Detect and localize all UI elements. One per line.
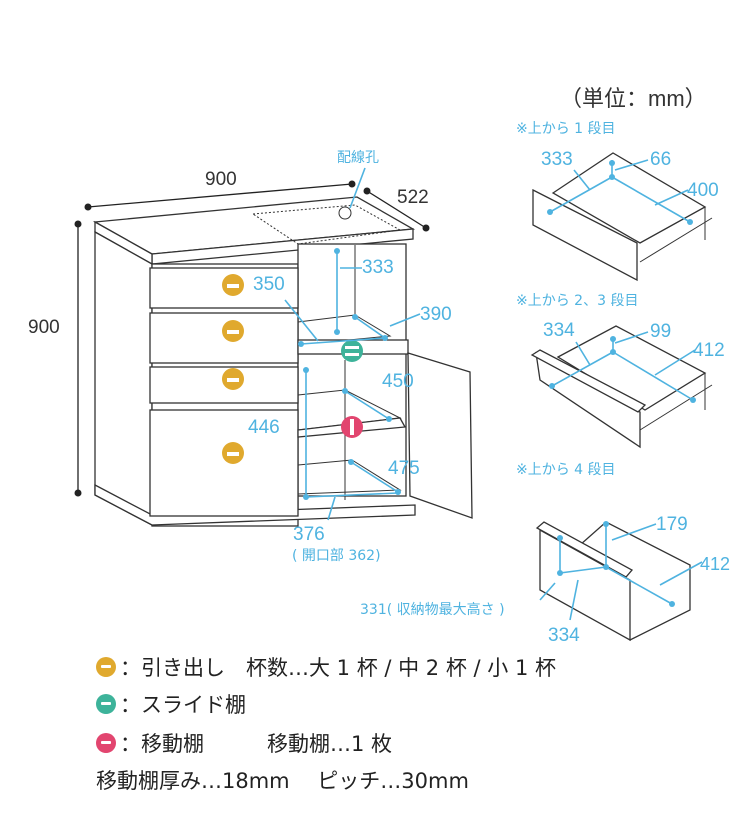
- svg-text:179: 179: [656, 514, 688, 535]
- movable-shelf-icon: [96, 733, 116, 753]
- drawer-detail-2-3: ※上から 2、3 段目 334 99 412: [516, 293, 725, 449]
- door: [407, 352, 473, 519]
- depth-dimension: 522: [363, 187, 430, 232]
- svg-text:900: 900: [205, 169, 237, 190]
- legend-specs-text: 移動棚厚み…18mm ピッチ…30mm: [96, 769, 469, 793]
- movable-shelf-icon: [341, 416, 363, 438]
- slide-shelf-icon: [341, 340, 363, 362]
- drawer-icon: [222, 320, 244, 342]
- svg-text:412: 412: [700, 554, 730, 574]
- svg-text:※上から 1 段目: ※上から 1 段目: [516, 121, 616, 137]
- drawer-detail-1: ※上から 1 段目 333 66 400: [516, 121, 719, 282]
- drawer-icon: [222, 442, 244, 464]
- svg-text:390: 390: [420, 304, 452, 325]
- legend-specs: 移動棚厚み…18mm ピッチ…30mm: [96, 765, 469, 795]
- drawer-2: [149, 312, 299, 364]
- svg-text:334: 334: [543, 320, 575, 341]
- svg-text:412: 412: [693, 340, 725, 361]
- drawer-icon: [222, 368, 244, 390]
- svg-text:99: 99: [650, 321, 671, 342]
- svg-text:334: 334: [548, 625, 580, 646]
- svg-text:配線孔: 配線孔: [337, 150, 379, 166]
- drawer-icon: [222, 274, 244, 296]
- width-dimension: 900: [84, 169, 356, 211]
- svg-text:400: 400: [687, 180, 719, 201]
- svg-text:333: 333: [362, 257, 394, 278]
- svg-text:376: 376: [293, 524, 325, 545]
- svg-text:522: 522: [397, 187, 429, 208]
- svg-text:475: 475: [388, 458, 420, 479]
- drawer-icon: [96, 657, 116, 677]
- svg-text:333: 333: [541, 149, 573, 170]
- drawer-detail-4: ※上から 4 段目 179 412 331( 収納物最大高さ ) 334: [360, 462, 730, 646]
- svg-text:450: 450: [382, 371, 414, 392]
- unit-label: （単位：mm）: [560, 86, 707, 111]
- svg-text:( 開口部 362): ( 開口部 362): [292, 548, 381, 564]
- legend-slide-shelf: ：スライド棚: [96, 689, 246, 719]
- height-dimension: 900: [28, 220, 82, 497]
- svg-text:350: 350: [253, 274, 285, 295]
- cabinet-body: [92, 196, 473, 527]
- legend-drawer: ：引き出し 杯数…大 1 杯 / 中 2 杯 / 小 1 杯: [96, 652, 556, 682]
- svg-text:331( 収納物最大高さ ): 331( 収納物最大高さ ): [360, 601, 505, 618]
- svg-text:66: 66: [650, 149, 671, 170]
- legend-drawer-text: ：引き出し 杯数…大 1 杯 / 中 2 杯 / 小 1 杯: [120, 656, 556, 680]
- svg-text:※上から 4 段目: ※上から 4 段目: [516, 462, 616, 478]
- legend-movable-text: ：移動棚 移動棚…1 枚: [120, 732, 393, 756]
- svg-text:446: 446: [248, 417, 280, 438]
- svg-text:900: 900: [28, 317, 60, 338]
- cabinet-dimensions: 配線孔 333 350 390 446 450 475 376 ( 開口部 36…: [248, 150, 452, 564]
- legend-movable-shelf: ：移動棚 移動棚…1 枚: [96, 728, 392, 758]
- legend-slide-text: ：スライド棚: [120, 693, 246, 717]
- svg-text:※上から 2、3 段目: ※上から 2、3 段目: [516, 293, 638, 309]
- drawer-4: [149, 409, 299, 517]
- drawer-icons: [222, 274, 244, 464]
- slide-shelf-icon: [96, 694, 116, 714]
